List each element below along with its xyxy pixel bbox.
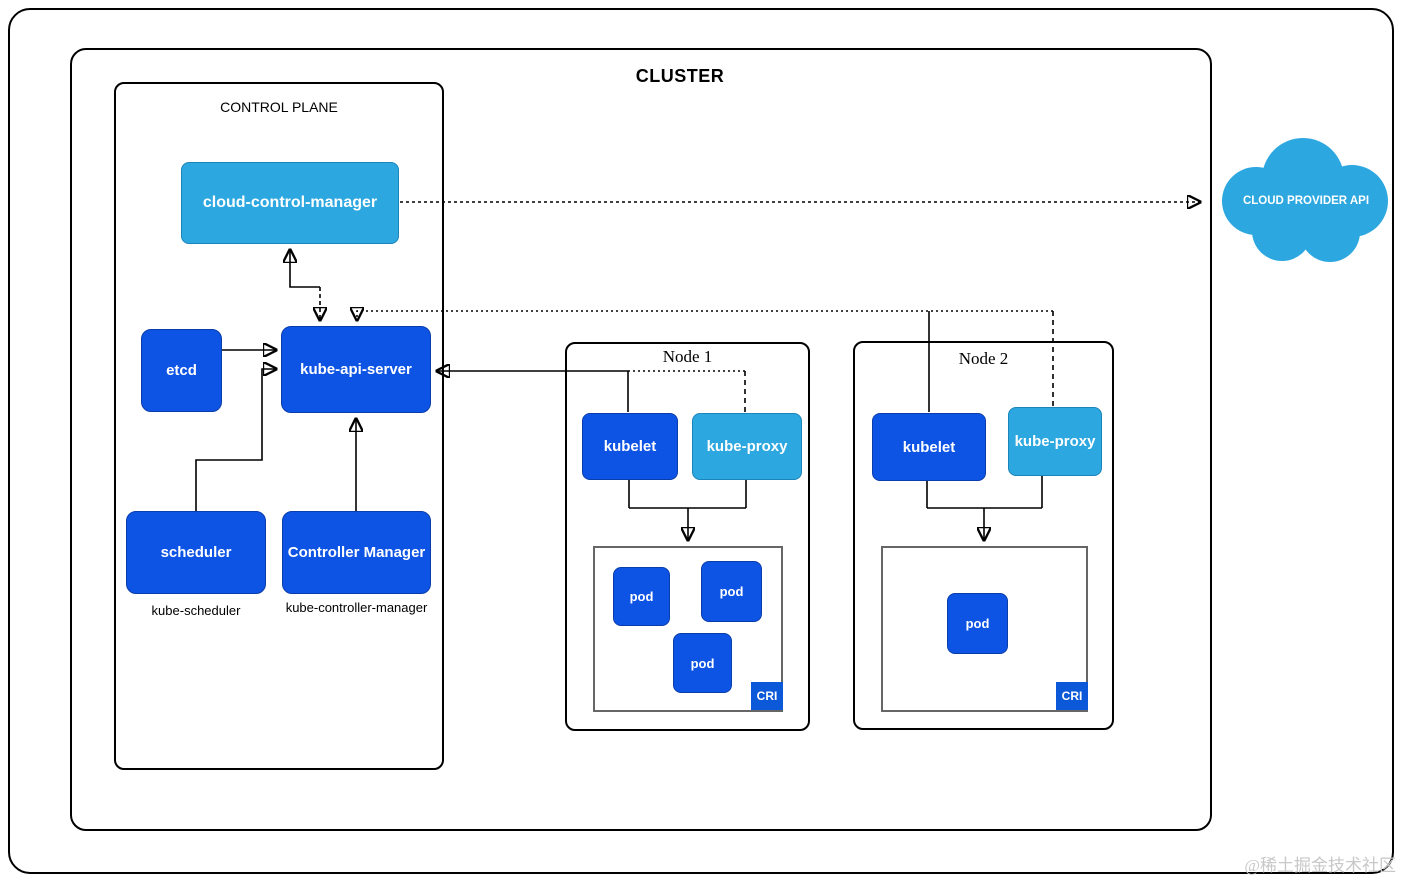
node2-cri-badge: CRI bbox=[1056, 682, 1088, 710]
cloud-control-manager-box: cloud-control-manager bbox=[181, 162, 399, 244]
cluster-box bbox=[70, 48, 1212, 831]
watermark-text: @稀土掘金技术社区 bbox=[1244, 856, 1396, 875]
node2-kubelet-box: kubelet bbox=[872, 413, 986, 481]
node1-pod: pod bbox=[613, 567, 670, 626]
node2-pod: pod bbox=[947, 593, 1008, 654]
node1-pod: pod bbox=[673, 633, 732, 693]
controller-manager-box: Controller Manager bbox=[282, 511, 431, 594]
scheduler-box: scheduler bbox=[126, 511, 266, 594]
node2-label: Node 2 bbox=[958, 349, 1009, 368]
node1-box bbox=[565, 342, 810, 731]
node1-cri-badge: CRI bbox=[751, 682, 783, 710]
control-plane-label: CONTROL PLANE bbox=[220, 99, 338, 115]
node1-pod: pod bbox=[701, 561, 762, 622]
etcd-box: etcd bbox=[141, 329, 222, 412]
node1-kubelet-box: kubelet bbox=[582, 413, 678, 480]
control-plane-box bbox=[114, 82, 444, 770]
canvas-border bbox=[8, 8, 1394, 874]
cloud-provider-api-label: CLOUD PROVIDER API bbox=[1242, 195, 1370, 207]
node1-label: Node 1 bbox=[662, 347, 713, 366]
controller-manager-caption: kube-controller-manager bbox=[285, 600, 428, 615]
node2-box bbox=[853, 341, 1114, 730]
node1-kube-proxy-box: kube-proxy bbox=[692, 413, 802, 480]
kube-api-server-box: kube-api-server bbox=[281, 326, 431, 413]
cluster-label: CLUSTER bbox=[635, 66, 725, 86]
node2-kube-proxy-box: kube-proxy bbox=[1008, 407, 1102, 476]
scheduler-caption: kube-scheduler bbox=[151, 603, 241, 618]
